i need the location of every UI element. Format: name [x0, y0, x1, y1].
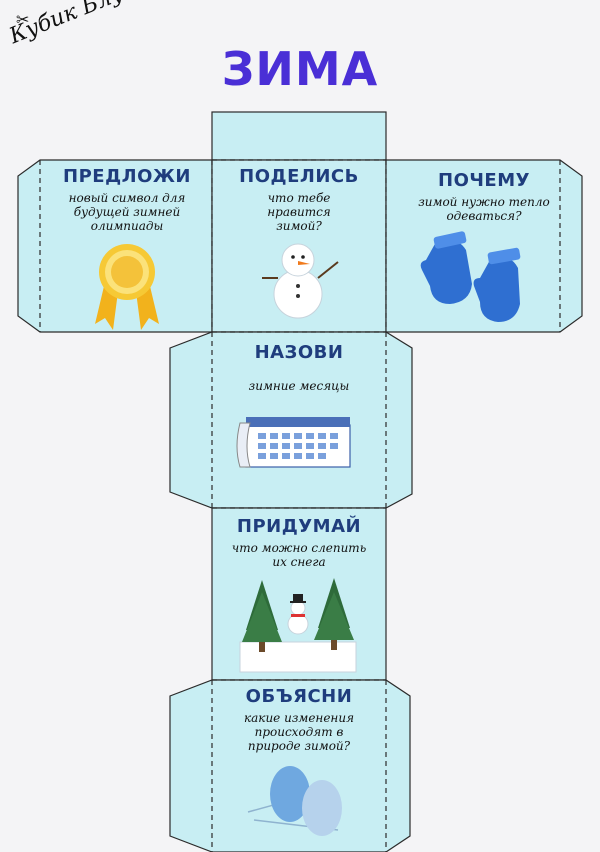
- face-text: зимой нужно тепло одеваться?: [418, 195, 550, 223]
- snowman-icon: [262, 243, 339, 319]
- face-obyasni: ОБЪЯСНИ какие изменения происходят в при…: [212, 686, 386, 753]
- pinecones-icon: [247, 766, 342, 836]
- calendar-icon: [236, 417, 351, 468]
- face-heading: ПОДЕЛИСЬ: [239, 166, 359, 187]
- face-text: новый символ для будущей зимней олимпиад…: [68, 191, 186, 233]
- face-text: что тебе нравится зимой?: [267, 191, 331, 233]
- face-predlozhi: ПРЕДЛОЖИ новый символ для будущей зимней…: [52, 166, 202, 233]
- page-title: ЗИМА: [221, 42, 379, 96]
- face-pochemu: ПОЧЕМУ зимой нужно тепло одеваться?: [396, 170, 572, 223]
- face-nazovi: НАЗОВИ зимние месяцы: [212, 342, 386, 393]
- face-text: какие изменения происходят в природе зим…: [243, 711, 355, 753]
- winter-scene-icon: [239, 578, 357, 673]
- face-podelis: ПОДЕЛИСЬ что тебе нравится зимой?: [212, 166, 386, 233]
- mittens-icon: [420, 231, 521, 322]
- face-text: зимние месяцы: [248, 379, 350, 393]
- scissors-icon: ✂: [16, 10, 30, 29]
- face-heading: ПРЕДЛОЖИ: [63, 166, 191, 187]
- medal-icon: [95, 244, 159, 330]
- face-heading: ПРИДУМАЙ: [236, 516, 362, 537]
- face-text: что можно слепить их снега: [231, 541, 367, 569]
- top-flap: [211, 111, 387, 161]
- brand-logo: ✂ Кубик Блума: [6, 0, 176, 96]
- face-heading: НАЗОВИ: [254, 342, 344, 363]
- face-heading: ОБЪЯСНИ: [245, 686, 353, 707]
- face-pridumay: ПРИДУМАЙ что можно слепить их снега: [212, 516, 386, 569]
- face-heading: ПОЧЕМУ: [438, 170, 530, 191]
